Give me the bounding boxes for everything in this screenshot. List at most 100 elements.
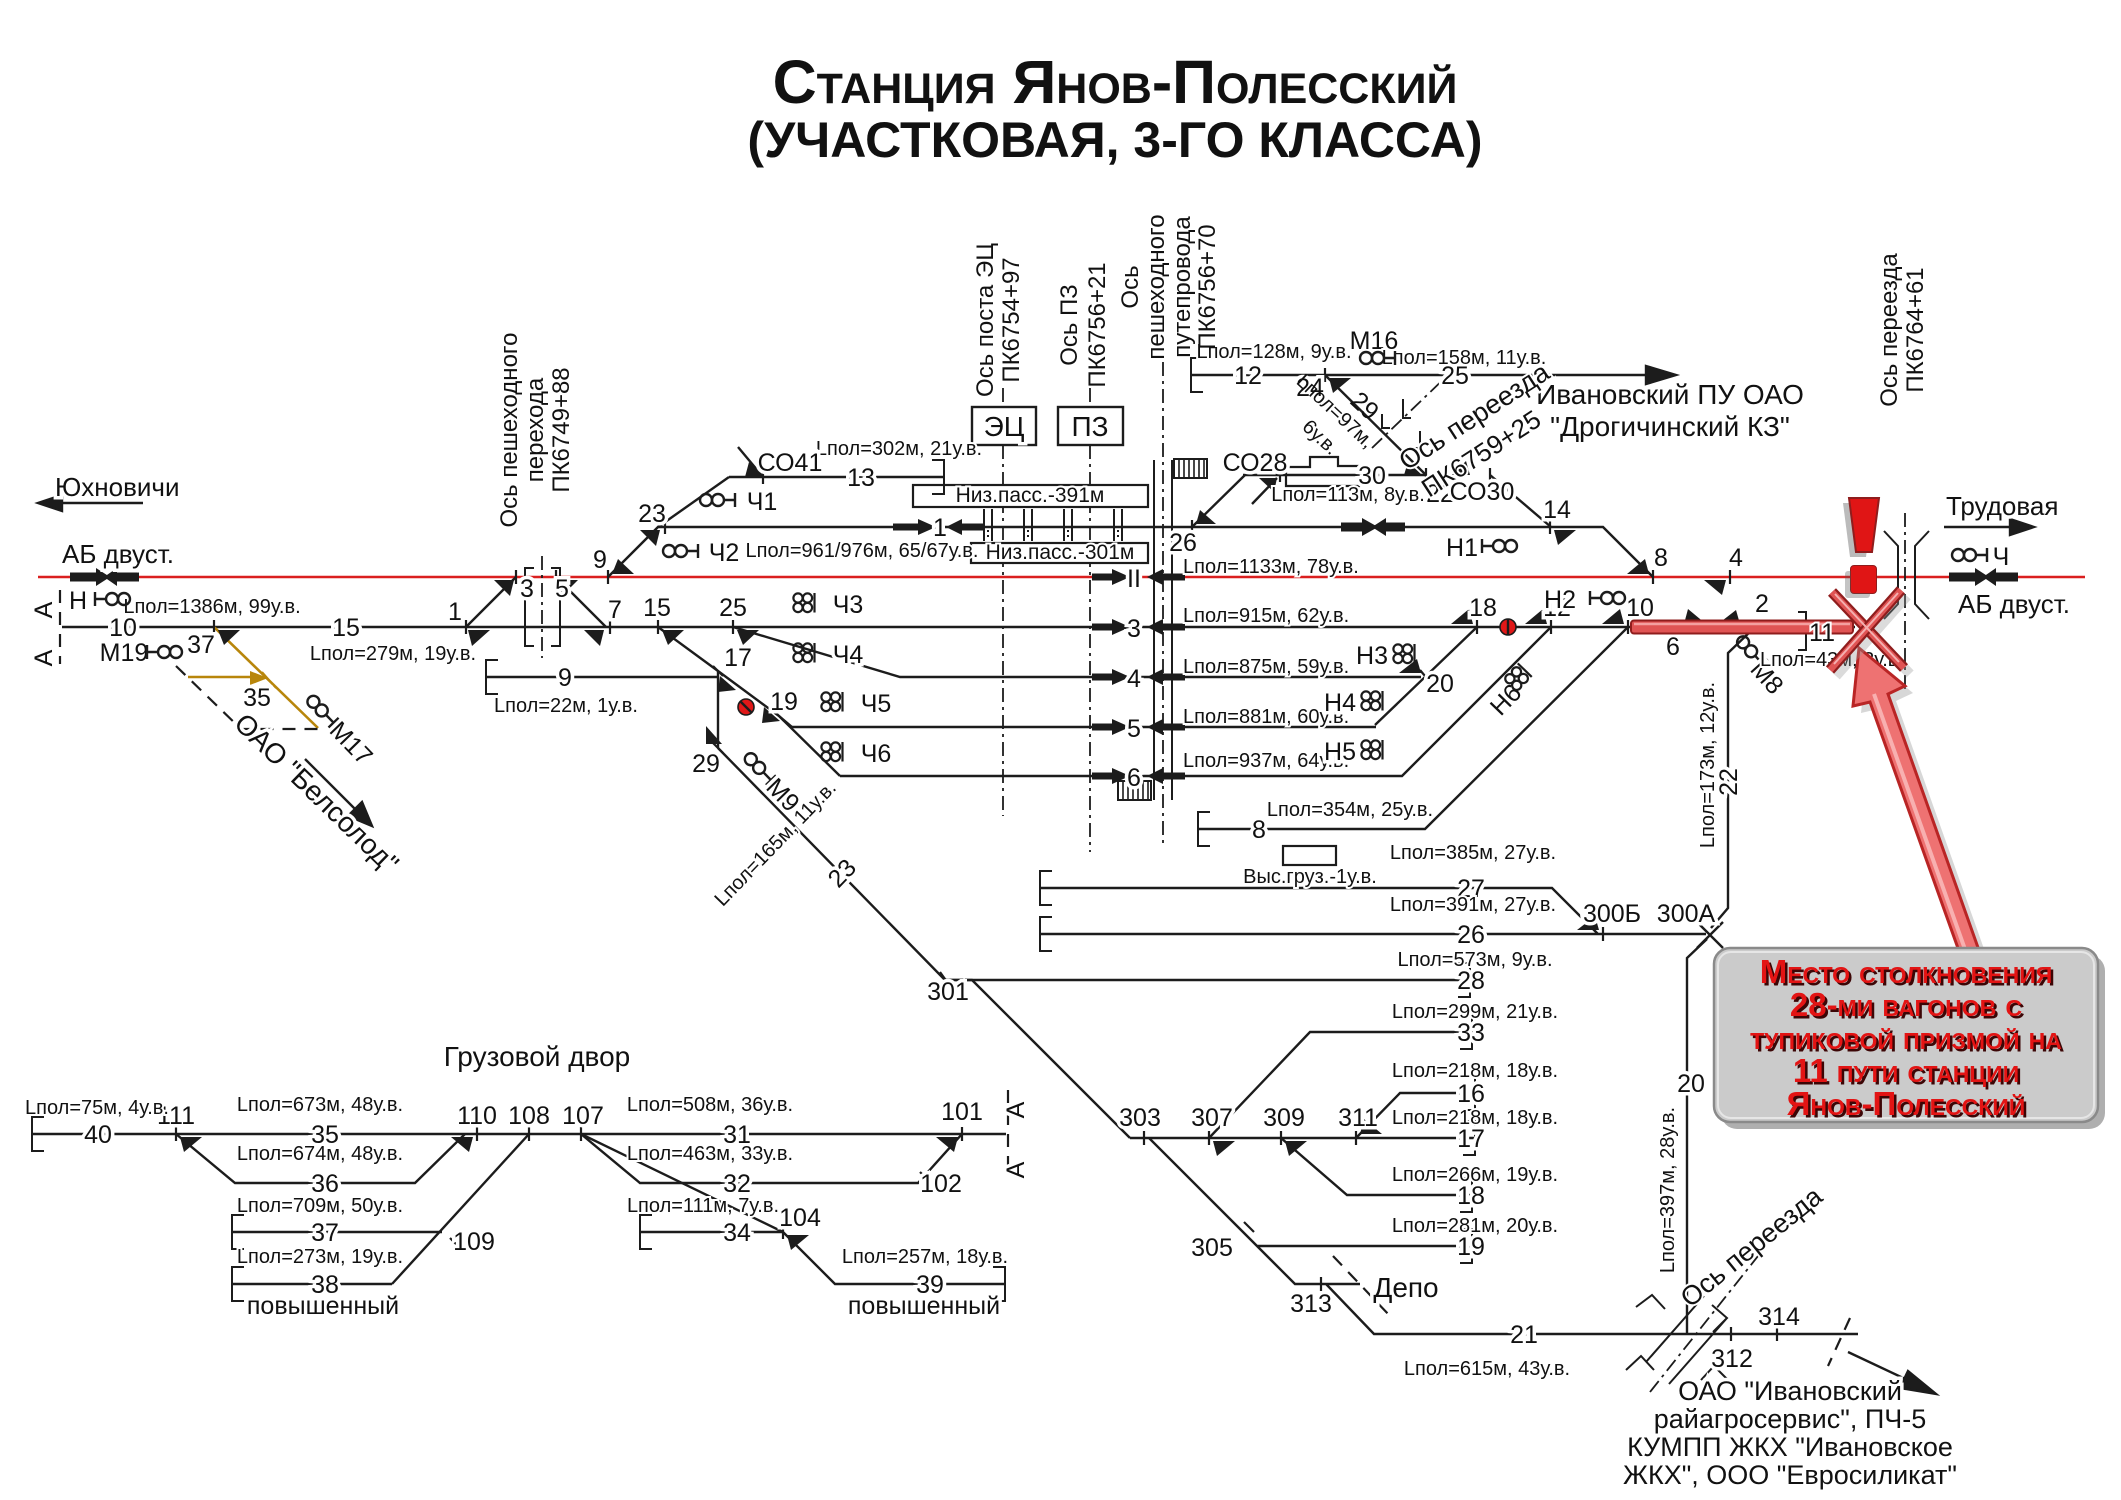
svg-text:108: 108 (508, 1102, 550, 1130)
svg-text:А: А (1002, 1161, 1030, 1178)
svg-text:Ось переезда: Ось переезда (1876, 253, 1903, 407)
svg-text:18: 18 (1469, 594, 1497, 622)
svg-text:15: 15 (332, 614, 360, 642)
svg-text:Низ.пасс.-391м: Низ.пасс.-391м (956, 484, 1105, 507)
svg-text:ПК6756+70: ПК6756+70 (1194, 224, 1221, 349)
svg-text:райагросервис", ПЧ-5: райагросервис", ПЧ-5 (1654, 1404, 1926, 1434)
svg-text:Lпол=299м, 21у.в.: Lпол=299м, 21у.в. (1392, 1001, 1558, 1023)
svg-text:26: 26 (1169, 529, 1197, 557)
svg-text:109: 109 (453, 1228, 495, 1256)
svg-text:Lпол=391м, 27у.в.: Lпол=391м, 27у.в. (1390, 894, 1556, 916)
svg-text:Lпол=22м, 1у.в.: Lпол=22м, 1у.в. (494, 695, 638, 717)
svg-text:путепровода: путепровода (1169, 216, 1196, 358)
svg-text:3: 3 (1127, 615, 1141, 643)
svg-text:5: 5 (1127, 715, 1141, 743)
svg-text:26: 26 (1457, 921, 1485, 949)
svg-text:309: 309 (1263, 1104, 1305, 1132)
svg-text:Lпол=173м, 12у.в.: Lпол=173м, 12у.в. (1697, 682, 1719, 848)
svg-text:24: 24 (1296, 374, 1324, 402)
svg-text:Lпол=111м, 7у.в.: Lпол=111м, 7у.в. (627, 1195, 779, 1217)
svg-text:15: 15 (643, 594, 671, 622)
svg-text:А: А (30, 649, 58, 666)
svg-text:Н1: Н1 (1446, 534, 1478, 562)
svg-text:7: 7 (608, 596, 622, 624)
svg-text:Выс.груз.-1у.в.: Выс.груз.-1у.в. (1243, 866, 1377, 888)
svg-text:28-ми вагонов с: 28-ми вагонов с (1792, 989, 2024, 1026)
svg-text:18: 18 (1457, 1182, 1485, 1210)
svg-text:Трудовая: Трудовая (1946, 491, 2058, 521)
svg-text:Ось поста ЭЦ: Ось поста ЭЦ (972, 243, 999, 397)
svg-text:17: 17 (724, 644, 752, 672)
svg-text:30: 30 (1358, 462, 1386, 490)
svg-text:Грузовой двор: Грузовой двор (444, 1041, 631, 1072)
svg-text:ЭЦ: ЭЦ (984, 411, 1025, 442)
svg-text:Lпол=257м, 18у.в.: Lпол=257м, 18у.в. (842, 1246, 1008, 1268)
svg-text:Юхновичи: Юхновичи (55, 472, 180, 502)
svg-text:А: А (1002, 1101, 1030, 1118)
svg-text:Место столкновения: Место столкновения (1762, 956, 2055, 993)
svg-text:11 пути станции: 11 пути станции (1793, 1052, 2019, 1089)
svg-text:ПК6754+97: ПК6754+97 (998, 257, 1025, 382)
svg-text:Место столкновения: Место столкновения (1760, 953, 2053, 990)
svg-text:19: 19 (770, 688, 798, 716)
svg-text:27: 27 (1457, 875, 1485, 903)
svg-text:2: 2 (1755, 590, 1769, 618)
svg-text:тупиковой призмой на: тупиковой призмой на (1750, 1019, 2062, 1056)
svg-text:ПК6756+21: ПК6756+21 (1084, 262, 1111, 387)
svg-text:ПК6749+88: ПК6749+88 (548, 367, 575, 492)
svg-text:КУМПП ЖКХ "Ивановское: КУМПП ЖКХ "Ивановское (1627, 1432, 1953, 1462)
svg-text:311: 311 (1338, 1104, 1378, 1132)
svg-text:АБ двуст.: АБ двуст. (62, 539, 174, 569)
svg-text:Lпол=508м, 36у.в.: Lпол=508м, 36у.в. (627, 1094, 793, 1116)
svg-text:Н: Н (69, 587, 87, 615)
svg-text:25: 25 (719, 594, 747, 622)
svg-text:СО28: СО28 (1223, 449, 1288, 477)
svg-text:14: 14 (1543, 496, 1571, 524)
svg-text:300Б: 300Б (1583, 900, 1641, 928)
svg-text:3: 3 (520, 575, 534, 603)
svg-text:104: 104 (779, 1204, 821, 1232)
svg-text:21: 21 (1510, 1321, 1538, 1349)
svg-text:10: 10 (1626, 594, 1654, 622)
svg-text:ЖКХ", ООО "Евросиликат": ЖКХ", ООО "Евросиликат" (1623, 1460, 1957, 1490)
svg-text:АБ двуст.: АБ двуст. (1958, 589, 2070, 619)
svg-text:Lпол=881м, 60у.в.: Lпол=881м, 60у.в. (1183, 706, 1349, 728)
svg-text:22: 22 (1426, 480, 1454, 508)
svg-text:Низ.пасс.-301м: Низ.пасс.-301м (986, 541, 1135, 564)
svg-text:6: 6 (1127, 764, 1141, 792)
svg-text:Ось ПЗ: Ось ПЗ (1056, 284, 1083, 366)
svg-text:1: 1 (933, 514, 947, 542)
svg-text:Станция Янов-Полесский: Станция Янов-Полесский (773, 48, 1458, 116)
svg-text:12: 12 (1234, 362, 1262, 390)
svg-text:5: 5 (555, 575, 569, 603)
svg-text:Lпол=75м, 4у.в.: Lпол=75м, 4у.в. (25, 1097, 169, 1119)
svg-text:II: II (1127, 565, 1141, 593)
svg-text:Lпол=266м, 19у.в.: Lпол=266м, 19у.в. (1392, 1164, 1558, 1186)
svg-text:Ось пешеходного: Ось пешеходного (496, 333, 523, 528)
svg-text:повышенный: повышенный (247, 1292, 399, 1320)
svg-text:Lпол=674м, 48у.в.: Lпол=674м, 48у.в. (237, 1143, 403, 1165)
svg-text:20: 20 (1677, 1070, 1705, 1098)
svg-text:313: 313 (1290, 1290, 1332, 1318)
svg-text:Ч4: Ч4 (833, 641, 864, 669)
svg-text:Ч: Ч (1993, 543, 2010, 571)
svg-text:36: 36 (311, 1170, 339, 1198)
svg-text:11 пути станции: 11 пути станции (1795, 1055, 2021, 1092)
svg-text:Lпол=463м, 33у.в.: Lпол=463м, 33у.в. (627, 1143, 793, 1165)
svg-text:пешеходного: пешеходного (1143, 214, 1170, 359)
svg-text:33: 33 (1457, 1019, 1485, 1047)
svg-text:303: 303 (1119, 1104, 1161, 1132)
svg-text:31: 31 (723, 1121, 751, 1149)
svg-text:Ось переезда: Ось переезда (1675, 1180, 1829, 1313)
svg-text:М19: М19 (100, 639, 149, 667)
svg-text:Lпол=218м, 18у.в.: Lпол=218м, 18у.в. (1392, 1060, 1558, 1082)
svg-text:9: 9 (558, 664, 572, 692)
svg-text:110: 110 (457, 1102, 497, 1130)
svg-text:Н4: Н4 (1324, 689, 1356, 717)
svg-text:"Дрогичинский КЗ": "Дрогичинский КЗ" (1550, 411, 1790, 442)
svg-text:Янов-Полесский: Янов-Полесский (1787, 1085, 2026, 1122)
svg-text:Lпол=673м, 48у.в.: Lпол=673м, 48у.в. (237, 1094, 403, 1116)
svg-text:Lпол=279м, 19у.в.: Lпол=279м, 19у.в. (310, 643, 476, 665)
svg-text:312: 312 (1711, 1345, 1753, 1373)
svg-text:35: 35 (311, 1121, 339, 1149)
